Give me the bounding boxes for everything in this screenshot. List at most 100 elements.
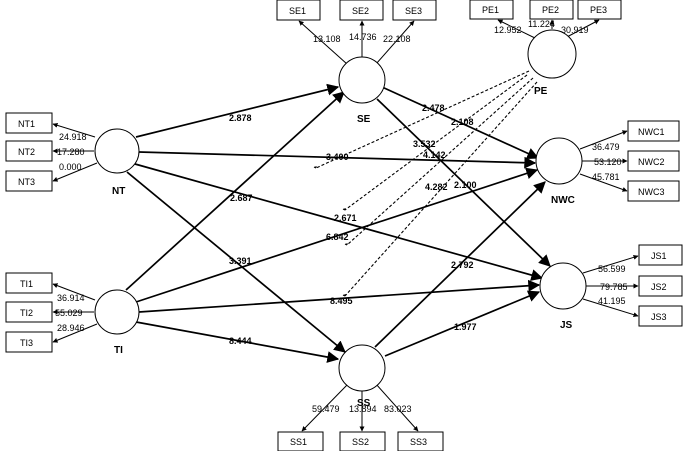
path-nt-js (134, 163, 544, 281)
loading-value-se2: 14.736 (349, 32, 377, 42)
moderation-path-hook-4 (342, 294, 346, 297)
loading-value-ss1: 59.479 (312, 404, 340, 414)
indicator-label-ti3: TI3 (20, 338, 33, 348)
construct-pe[interactable]: PE (527, 29, 577, 97)
path-value-pe-3: 4.282 (425, 182, 448, 192)
construct-label-nwc: NWC (551, 195, 575, 206)
indicator-label-ti2: TI2 (20, 308, 33, 318)
construct-nt[interactable]: NT (94, 128, 140, 197)
construct-ti[interactable]: TI (94, 289, 140, 356)
path-value-nt-se: 2.878 (229, 113, 252, 123)
construct-label-js: JS (560, 320, 573, 331)
indicator-nt1[interactable]: NT1 (5, 112, 53, 134)
loading-value-ss2: 13.894 (349, 404, 377, 414)
loading-arrow-pe1 (497, 19, 538, 40)
path-ti-nwc (135, 167, 539, 303)
indicator-ss3[interactable]: SS3 (397, 431, 444, 451)
path-value-ti-ss: 8.444 (229, 336, 252, 346)
loading-value-nwc3: 45.781 (592, 172, 620, 182)
indicator-label-se3: SE3 (405, 6, 422, 16)
indicator-ti2[interactable]: TI2 (5, 301, 53, 323)
indicator-nt3[interactable]: NT3 (5, 170, 53, 192)
indicator-nwc1[interactable]: NWC1 (627, 120, 680, 142)
indicator-pe2[interactable]: PE2 (529, 0, 574, 20)
indicator-label-nwc2: NWC2 (638, 157, 665, 167)
construct-nwc[interactable]: NWC (535, 137, 583, 206)
construct-js[interactable]: JS (539, 262, 587, 331)
moderation-path-2 (344, 74, 528, 211)
path-value-pe-2: 2.100 (454, 180, 477, 190)
loading-value-nt3: 0.000 (59, 162, 82, 172)
indicator-se2[interactable]: SE2 (339, 0, 384, 21)
loading-arrow-ti3 (52, 323, 98, 343)
moderation-path-3 (346, 77, 534, 246)
loading-arrow-nt1 (52, 122, 96, 138)
construct-ss[interactable]: SS (338, 344, 386, 409)
path-value-ss-nwc: 2.792 (451, 260, 474, 270)
loading-arrow-ss3 (375, 383, 419, 432)
loading-value-ti1: 36.914 (57, 293, 85, 303)
indicator-pe1[interactable]: PE1 (469, 0, 514, 20)
indicator-ss2[interactable]: SS2 (339, 431, 386, 451)
indicator-pe3[interactable]: PE3 (577, 0, 622, 20)
loading-value-ti2: 55.029 (55, 308, 83, 318)
indicator-js1[interactable]: JS1 (638, 244, 683, 266)
indicator-se3[interactable]: SE3 (392, 0, 437, 21)
indicator-label-nt1: NT1 (18, 119, 35, 129)
indicator-label-pe1: PE1 (482, 5, 499, 15)
loading-value-se1: 13.108 (313, 34, 341, 44)
loading-value-se3: 22.108 (383, 34, 411, 44)
moderation-path-hook-2 (342, 208, 346, 211)
indicator-label-nwc3: NWC3 (638, 187, 665, 197)
indicator-nwc2[interactable]: NWC2 (627, 150, 680, 172)
indicator-js2[interactable]: JS2 (638, 275, 683, 297)
indicator-label-nt2: NT2 (18, 147, 35, 157)
loading-arrow-nwc1 (579, 130, 628, 150)
indicator-ti3[interactable]: TI3 (5, 331, 53, 353)
loading-arrow-pe3 (564, 19, 600, 39)
path-nt-nwc (138, 151, 537, 169)
construct-label-ti: TI (114, 345, 123, 356)
path-value-pe-nwc: 2.108 (451, 117, 474, 127)
indicator-label-ss2: SS2 (352, 437, 369, 447)
path-ss-js (384, 290, 541, 357)
loading-arrow-js3 (582, 298, 639, 318)
loading-value-nt2: 17.280 (57, 147, 85, 157)
loading-value-pe1: 12.952 (494, 25, 522, 35)
path-value-ti-nwc: 6.842 (326, 232, 349, 242)
indicator-label-js2: JS2 (651, 282, 667, 292)
loading-value-pe3: 30.919 (561, 25, 589, 35)
path-nt-ss (126, 171, 346, 353)
loading-arrow-nt3 (52, 162, 98, 182)
path-ti-se (125, 91, 345, 291)
moderation-path-hook-1 (313, 166, 317, 169)
loading-value-nwc1: 36.479 (592, 142, 620, 152)
moderation-path-hook-3 (344, 243, 348, 246)
construct-label-se: SE (357, 114, 371, 125)
loading-value-js3: 41.195 (598, 296, 626, 306)
moderation-path-1 (315, 70, 530, 169)
loading-value-nwc2: 53.120 (594, 157, 622, 167)
path-value-ti-se: 2.687 (230, 193, 253, 203)
indicator-ti1[interactable]: TI1 (5, 272, 53, 294)
indicator-label-ss1: SS1 (290, 437, 307, 447)
indicator-nwc3[interactable]: NWC3 (627, 180, 680, 202)
construct-se[interactable]: SE (338, 56, 386, 125)
loading-value-pe2: 11.224 (528, 19, 555, 29)
loading-value-ss3: 83.023 (384, 404, 412, 414)
path-ti-ss (135, 321, 340, 363)
indicator-ss1[interactable]: SS1 (277, 431, 324, 451)
path-value-ss-js: 1.977 (454, 322, 477, 332)
path-value-se-nwc: 2.478 (422, 103, 445, 113)
loading-value-js2: 79.785 (600, 282, 628, 292)
path-ss-nwc (374, 181, 546, 348)
path-value-pe-1: 4.142 (423, 150, 446, 160)
indicator-nt2[interactable]: NT2 (5, 140, 53, 162)
indicator-label-nt3: NT3 (18, 177, 35, 187)
indicator-label-pe3: PE3 (590, 5, 607, 15)
path-value-nt-nwc: 3.400 (326, 152, 349, 162)
indicator-js3[interactable]: JS3 (638, 305, 683, 327)
indicator-label-ti1: TI1 (20, 279, 33, 289)
indicator-se1[interactable]: SE1 (276, 0, 321, 21)
path-se-nwc (381, 86, 540, 159)
